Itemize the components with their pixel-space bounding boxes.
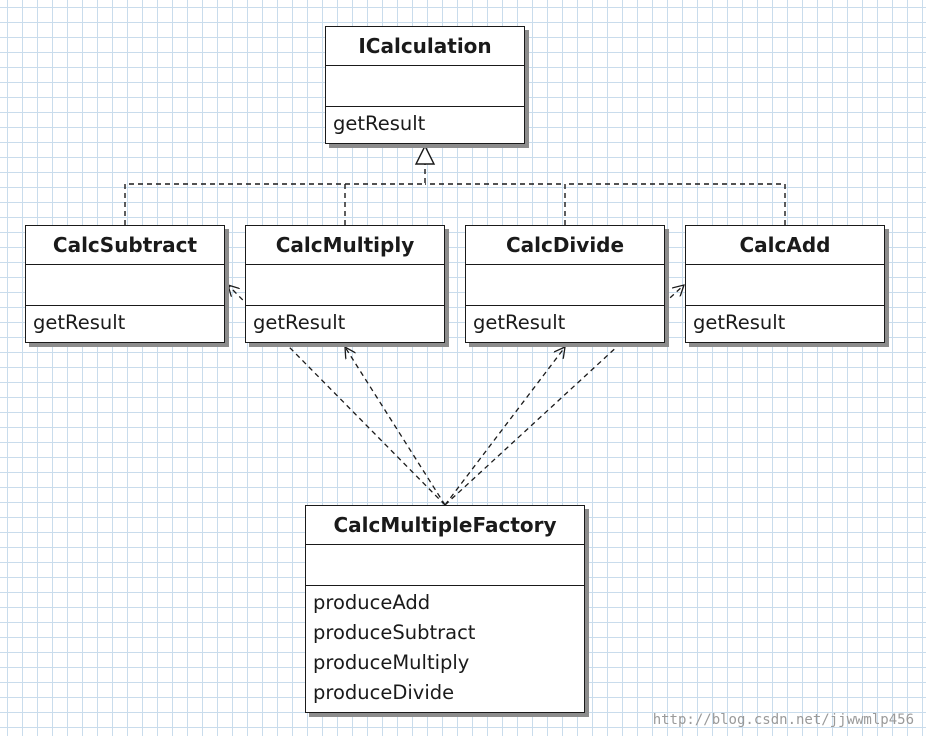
operations-compartment: getResult — [246, 306, 444, 342]
operation-produce-divide: produceDivide — [313, 681, 455, 704]
class-name: CalcSubtract — [26, 226, 224, 265]
operations-compartment: getResult — [26, 306, 224, 342]
class-calc-add[interactable]: CalcAdd getResult — [685, 225, 885, 343]
class-name: CalcMultiply — [246, 226, 444, 265]
dependency-line-subtract — [228, 285, 446, 506]
attributes-compartment — [326, 66, 524, 107]
operations-compartment: getResult — [686, 306, 884, 342]
operation-produce-multiply: produceMultiply — [313, 651, 470, 674]
operation: getResult — [333, 112, 426, 135]
class-calc-subtract[interactable]: CalcSubtract getResult — [25, 225, 225, 343]
realization-line-subtract — [124, 164, 426, 225]
operation: getResult — [253, 311, 346, 334]
realization-line-add — [565, 183, 786, 225]
realization-arrowhead — [414, 144, 436, 165]
class-calc-multiple-factory[interactable]: CalcMultipleFactory produceAdd produceSu… — [305, 505, 585, 713]
operation-produce-add: produceAdd — [313, 591, 431, 614]
dependency-line-divide — [444, 347, 565, 506]
operation: getResult — [33, 311, 126, 334]
class-name: CalcAdd — [686, 226, 884, 265]
class-calc-multiply[interactable]: CalcMultiply getResult — [245, 225, 445, 343]
operation: getResult — [693, 311, 786, 334]
class-name: CalcDivide — [466, 226, 664, 265]
operations-compartment: getResult — [326, 107, 524, 143]
attributes-compartment — [246, 265, 444, 306]
dependency-line-multiply — [345, 347, 446, 506]
attributes-compartment — [306, 545, 584, 586]
operation: getResult — [473, 311, 566, 334]
watermark-url: http://blog.csdn.net/jjwwmlp456 — [652, 712, 914, 728]
attributes-compartment — [26, 265, 224, 306]
realization-line-divide — [425, 183, 566, 225]
operations-compartment: produceAdd produceSubtract produceMultip… — [306, 586, 584, 712]
operations-compartment: getResult — [466, 306, 664, 342]
attributes-compartment — [466, 265, 664, 306]
class-name: CalcMultipleFactory — [306, 506, 584, 545]
class-calc-divide[interactable]: CalcDivide getResult — [465, 225, 665, 343]
class-icalculation[interactable]: ICalculation getResult — [325, 26, 525, 144]
class-name: ICalculation — [326, 27, 524, 66]
attributes-compartment — [686, 265, 884, 306]
operation-produce-subtract: produceSubtract — [313, 621, 476, 644]
